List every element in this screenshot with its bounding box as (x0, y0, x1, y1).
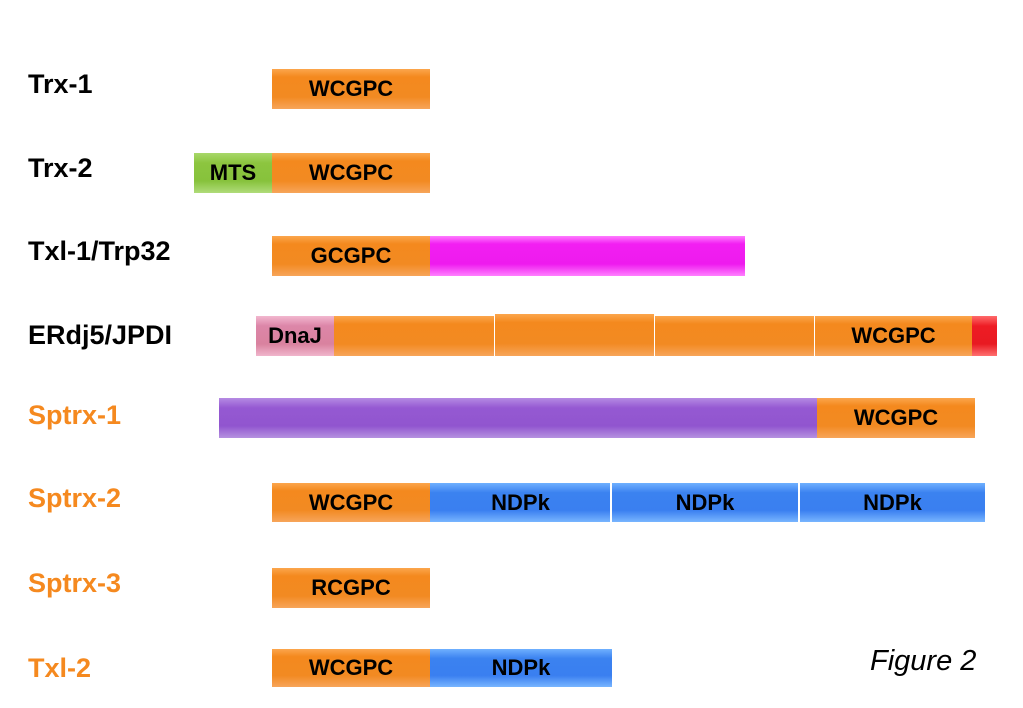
trx2-thioredoxin-domain: WCGPC (272, 153, 430, 193)
sptrx2-ndpk-domain-2: NDPk (612, 483, 798, 522)
trx1-thioredoxin-domain: WCGPC (272, 69, 430, 109)
txl2-ndpk-domain: NDPk (430, 649, 612, 687)
row-label-trx2: Trx-2 (28, 153, 93, 183)
txl2-thioredoxin-domain: WCGPC (272, 649, 430, 687)
figure-caption: Figure 2 (870, 645, 977, 677)
trx2-mts-domain: MTS (194, 153, 272, 193)
row-label-sptrx2: Sptrx-2 (28, 483, 122, 513)
row-label-trx1: Trx-1 (28, 69, 93, 99)
erdj5-trx-domain-2 (495, 314, 654, 356)
erdj5-trx-domain-3 (655, 316, 814, 356)
erdj5-er-retention-signal (972, 316, 997, 356)
sptrx2-ndpk-domain-3: NDPk (800, 483, 985, 522)
row-label-txl1-trp32: Txl-1/Trp32 (28, 236, 171, 266)
erdj5-thioredoxin-domain: WCGPC (815, 316, 972, 356)
row-label-erdj5-jpdi: ERdj5/JPDI (28, 320, 173, 350)
sptrx1-repeat-domain (219, 398, 817, 438)
row-label-txl2: Txl-2 (28, 653, 92, 683)
txl1-thioredoxin-domain: GCGPC (272, 236, 430, 276)
sptrx2-divider-2 (798, 483, 800, 522)
sptrx2-divider-1 (610, 483, 612, 522)
sptrx2-thioredoxin-domain: WCGPC (272, 483, 430, 522)
row-label-sptrx3: Sptrx-3 (28, 568, 122, 598)
erdj5-dnaj-domain: DnaJ (256, 316, 334, 356)
row-label-sptrx1: Sptrx-1 (28, 400, 122, 430)
txl1-extension-domain (430, 236, 745, 276)
sptrx3-thioredoxin-domain: RCGPC (272, 568, 430, 608)
sptrx1-thioredoxin-domain: WCGPC (817, 398, 975, 438)
sptrx2-ndpk-domain-1: NDPk (430, 483, 611, 522)
erdj5-trx-domain-1 (334, 316, 494, 356)
